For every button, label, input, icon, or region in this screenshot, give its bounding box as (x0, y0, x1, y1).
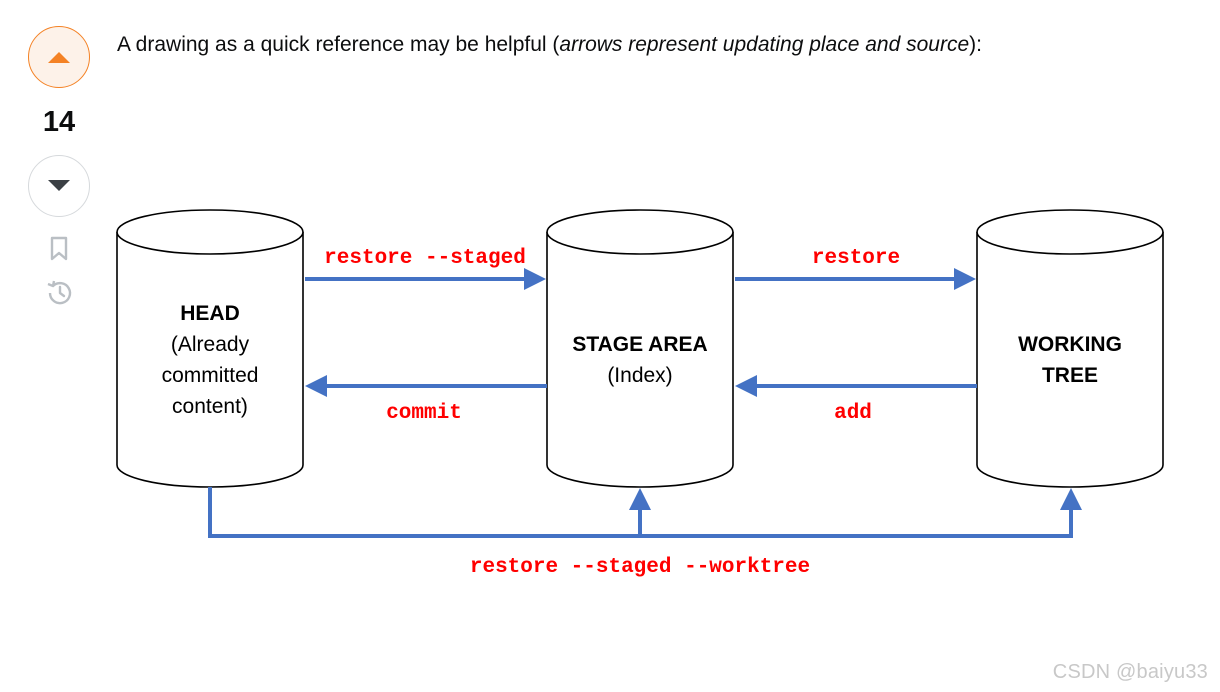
history-button[interactable] (43, 277, 75, 309)
history-icon (47, 280, 72, 305)
arrowhead-restore-staged (524, 268, 546, 290)
label-commit: commit (386, 402, 462, 425)
stage-title: STAGE AREA (572, 333, 707, 356)
intro-end: ): (969, 33, 982, 56)
caret-up-icon (48, 52, 70, 63)
vote-count: 14 (42, 106, 76, 138)
worktree-title-line2: TREE (1042, 364, 1098, 387)
watermark: CSDN @baiyu33 (1052, 661, 1208, 683)
arrowhead-to-stage (629, 488, 651, 510)
upvote-button[interactable] (28, 26, 90, 88)
label-restore-staged-worktree: restore --staged --worktree (470, 556, 810, 579)
caret-down-icon (48, 180, 70, 191)
label-add: add (834, 402, 872, 425)
label-restore-staged: restore --staged (324, 247, 526, 270)
arrowhead-add (735, 375, 757, 397)
arrowhead-commit (305, 375, 327, 397)
bookmark-button[interactable] (43, 233, 75, 265)
arrowhead-to-worktree (1060, 488, 1082, 510)
head-title: HEAD (180, 302, 240, 325)
head-line3: content) (172, 395, 248, 418)
label-restore: restore (812, 247, 900, 270)
head-line1: (Already (171, 333, 250, 356)
downvote-button[interactable] (28, 155, 90, 217)
post-intro-text: A drawing as a quick reference may be he… (117, 31, 982, 59)
stage-area-cylinder (546, 209, 734, 488)
stage-line1: (Index) (607, 364, 672, 387)
intro-italic: arrows represent updating place and sour… (559, 33, 970, 56)
vote-column: 14 (26, 26, 92, 309)
head-line2: committed (162, 364, 259, 387)
bookmark-icon (50, 236, 68, 261)
intro-plain: A drawing as a quick reference may be he… (117, 33, 560, 56)
working-tree-cylinder (976, 209, 1164, 488)
head-cylinder (116, 209, 304, 488)
worktree-title-line1: WORKING (1018, 333, 1122, 356)
arrowhead-restore (954, 268, 976, 290)
